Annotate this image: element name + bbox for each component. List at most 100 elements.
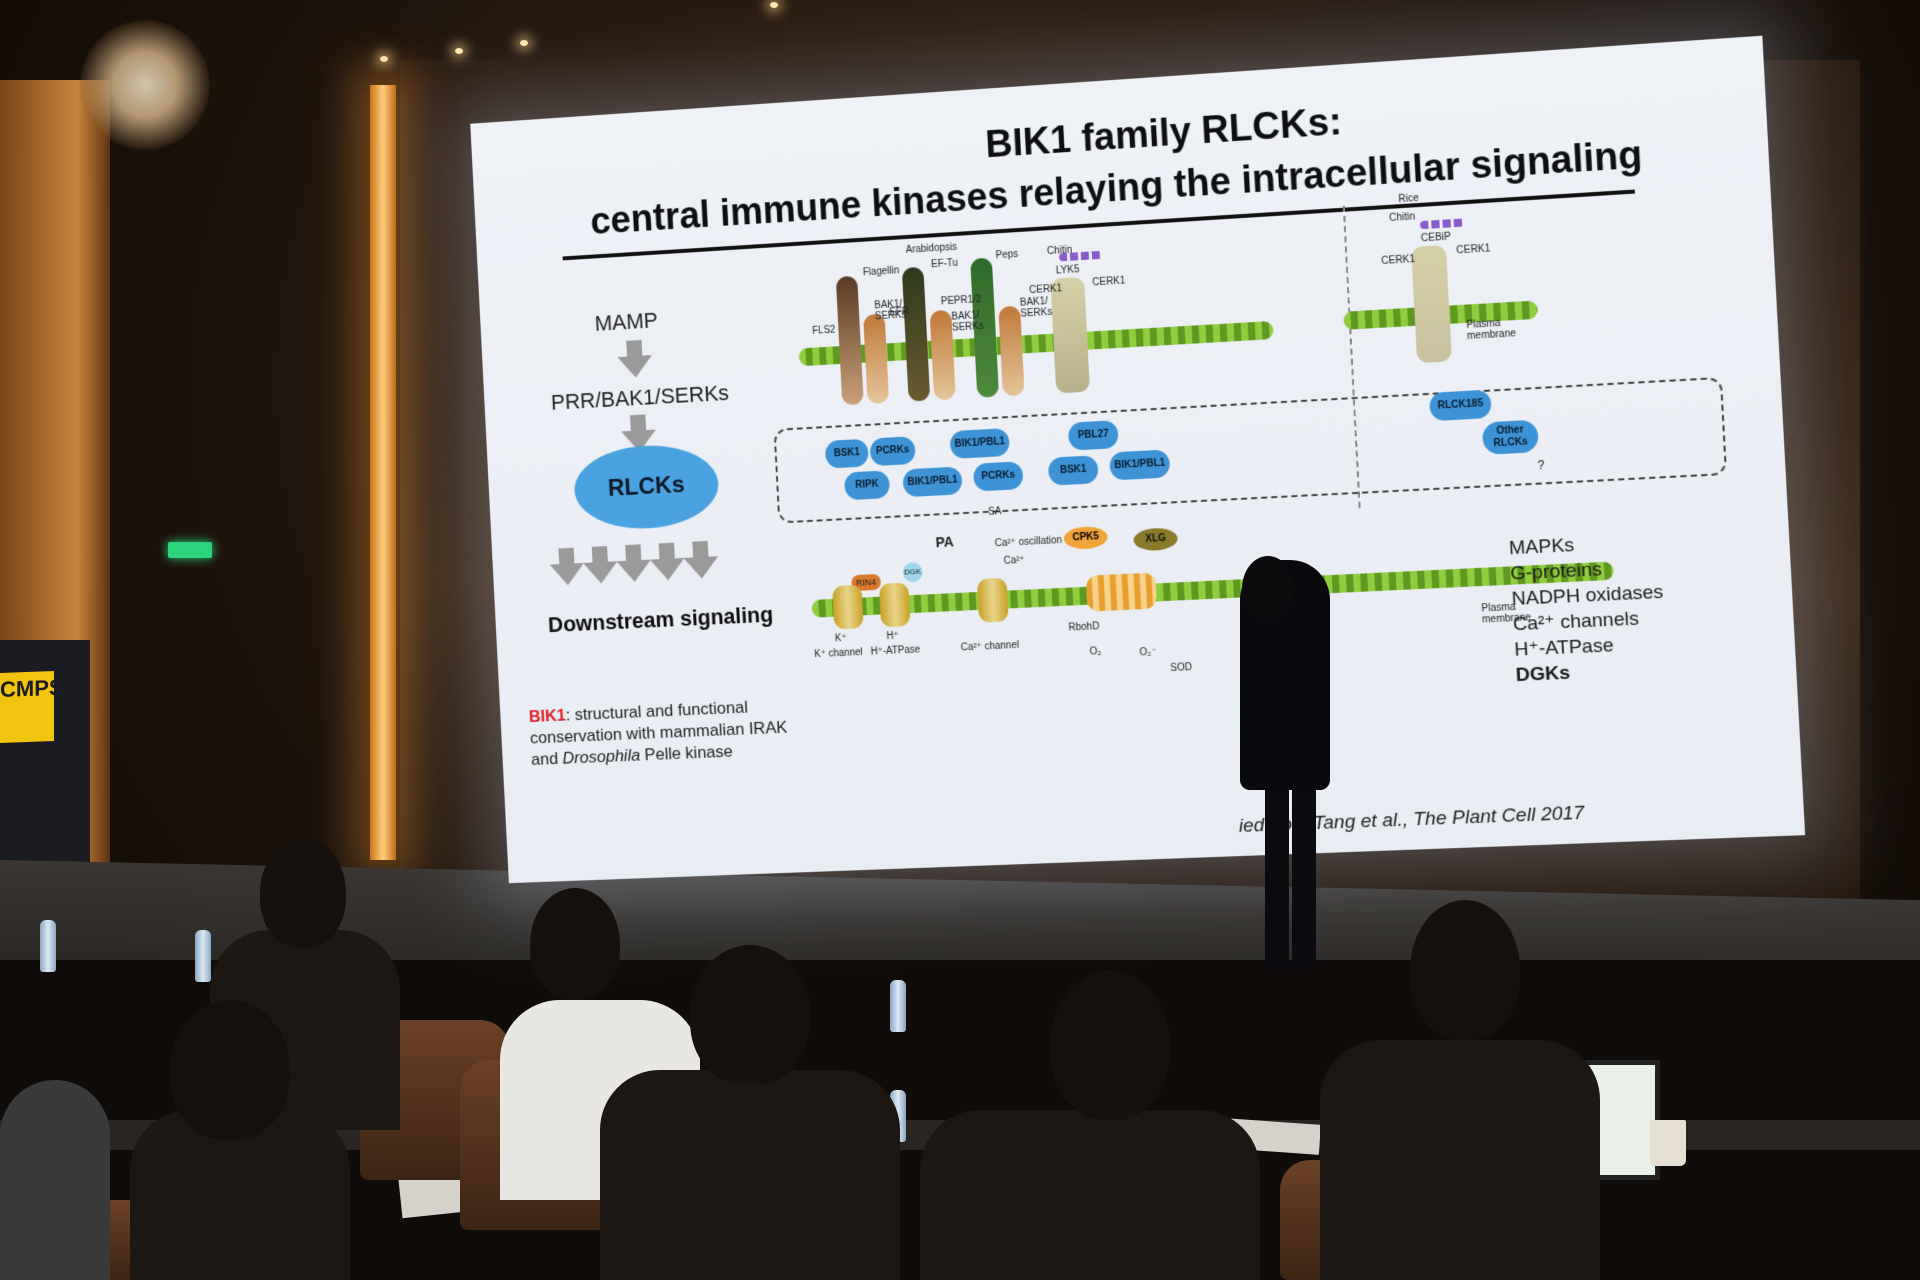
label-chitin: Chitin <box>1388 211 1416 225</box>
label-ca-oscillation: Ca²⁺ oscillation <box>994 535 1063 550</box>
lit-pillar <box>370 85 396 860</box>
label-cerk1: CERK1 <box>1380 253 1416 268</box>
flow-arrow-down-icon <box>616 559 652 583</box>
audience-member <box>0 1080 110 1280</box>
label-plasma-membrane: Plasma membrane <box>1466 317 1517 343</box>
downstream-targets-list: MAPKs G-proteins NADPH oxidases Ca²⁺ cha… <box>1508 529 1668 689</box>
flow-arrow <box>692 540 709 558</box>
label-cebip: CEBiP <box>1420 231 1452 245</box>
flow-arrow-down-icon <box>683 556 720 580</box>
label-h-plus: H⁺ <box>886 630 900 642</box>
flow-rlcks-oval: RLCKs <box>572 441 721 532</box>
label-bak1: BAK1/ SERKs <box>874 298 907 323</box>
audience-member <box>1320 1040 1600 1280</box>
kinase-bsk1: BSK1 <box>1047 455 1099 486</box>
flow-arrow <box>558 547 575 565</box>
presenter-leg <box>1292 770 1316 970</box>
cpk5-node: CPK5 <box>1063 525 1109 550</box>
label-bak1: BAK1/ SERKs <box>951 310 985 334</box>
label-cerk1: CERK1 <box>1092 275 1126 289</box>
water-bottle <box>195 930 211 982</box>
flow-arrow-down-icon <box>617 355 654 379</box>
label-sa: SA <box>987 506 1002 518</box>
flow-downstream: Downstream signaling <box>547 601 774 638</box>
flow-arrow <box>630 414 647 431</box>
flow-arrow <box>658 542 675 560</box>
audience-head <box>1410 900 1520 1040</box>
flow-arrow-down-icon <box>649 557 686 582</box>
label-fls2: FLS2 <box>811 324 836 337</box>
label-bak1: BAK1/ SERKs <box>1019 296 1053 320</box>
presenter-leg <box>1265 770 1289 970</box>
xlg-node: XLG <box>1133 527 1179 552</box>
label-eftu: EF-Tu <box>930 257 959 271</box>
ceiling-light <box>380 56 388 62</box>
audience-head <box>1050 970 1170 1120</box>
kinase-bik1-pbl1: BIK1/PBL1 <box>1109 449 1171 481</box>
bik1-highlight: BIK1 <box>528 705 567 726</box>
kinase-ripk: RIPK <box>843 470 891 501</box>
chandelier <box>80 20 210 150</box>
fls2-receptor <box>835 275 864 406</box>
chitin-chain <box>1419 218 1466 230</box>
ceiling-light <box>455 48 463 54</box>
label-rbohd: RbohD <box>1068 621 1100 634</box>
label-sod: SOD <box>1170 662 1193 675</box>
label-rice: Rice <box>1398 192 1420 206</box>
label-ca2: Ca²⁺ <box>1003 554 1026 567</box>
kinase-pcrks: PCRKs <box>869 436 916 467</box>
label-o2-minus: O₂⁻ <box>1139 646 1157 659</box>
podium-logo: CMPS <box>0 671 64 743</box>
flow-arrow <box>626 339 643 357</box>
kinase-bik1-pbl1: BIK1/PBL1 <box>949 428 1011 459</box>
flow-arrow-down-icon <box>583 561 619 585</box>
flow-mamp: MAMP <box>594 307 659 336</box>
paper-cup <box>1650 1120 1686 1166</box>
audience-head <box>690 945 810 1085</box>
kinase-bsk1: BSK1 <box>824 438 869 469</box>
label-cerk1: CERK1 <box>1028 283 1063 297</box>
label-peps: Peps <box>995 248 1019 262</box>
flow-arrow <box>625 544 642 561</box>
label-o2: O₂ <box>1089 646 1102 658</box>
label-dgk: DGK <box>902 561 923 583</box>
exit-sign <box>168 542 212 558</box>
audience-head <box>530 888 620 1000</box>
kinase-pbl27: PBL27 <box>1067 420 1119 451</box>
water-bottle <box>40 920 56 972</box>
flow-arrow <box>591 546 608 563</box>
audience-head <box>260 838 346 948</box>
ceiling-light <box>770 2 778 8</box>
label-chitin: Chitin <box>1046 244 1073 258</box>
kinase-bik1-pbl1: BIK1/PBL1 <box>902 466 963 498</box>
list-item: DGKs <box>1515 662 1571 687</box>
bak1-receptor <box>863 313 890 404</box>
label-k-channel: K⁺ channel <box>814 647 863 661</box>
k-channel <box>832 584 864 630</box>
label-lyk5: LYK5 <box>1055 264 1080 277</box>
ceiling-light <box>520 40 528 46</box>
label-pa: PA <box>935 533 955 551</box>
label-ca-channel: Ca²⁺ channel <box>960 639 1020 654</box>
h-atpase <box>878 582 911 628</box>
audience-member <box>600 1070 900 1280</box>
efr-receptor <box>901 266 931 402</box>
flow-arrow-down-icon <box>549 562 586 587</box>
label-question: ? <box>1537 457 1545 473</box>
flow-prr: PRR/BAK1/SERKs <box>550 380 730 415</box>
label-h-atpase: H⁺-ATPase <box>870 644 921 658</box>
kinase-other-rlcks: Other RLCKs <box>1481 419 1539 455</box>
rbohd <box>1085 572 1158 612</box>
water-bottle <box>890 980 906 1032</box>
projection-screen: BIK1 family RLCKs: central immune kinase… <box>470 35 1806 884</box>
citation: ied from Tang et al., The Plant Cell 201… <box>1238 802 1585 837</box>
label-flagellin: Flagellin <box>862 265 900 279</box>
kinase-pcrks: PCRKs <box>972 461 1024 492</box>
audience-member <box>920 1110 1260 1280</box>
ca-channel <box>976 577 1009 623</box>
label-cerk1: CERK1 <box>1456 243 1491 257</box>
cebip-cerk1-receptor <box>1411 244 1452 364</box>
presenter-head <box>1242 556 1294 622</box>
label-k-plus: K⁺ <box>834 632 847 645</box>
